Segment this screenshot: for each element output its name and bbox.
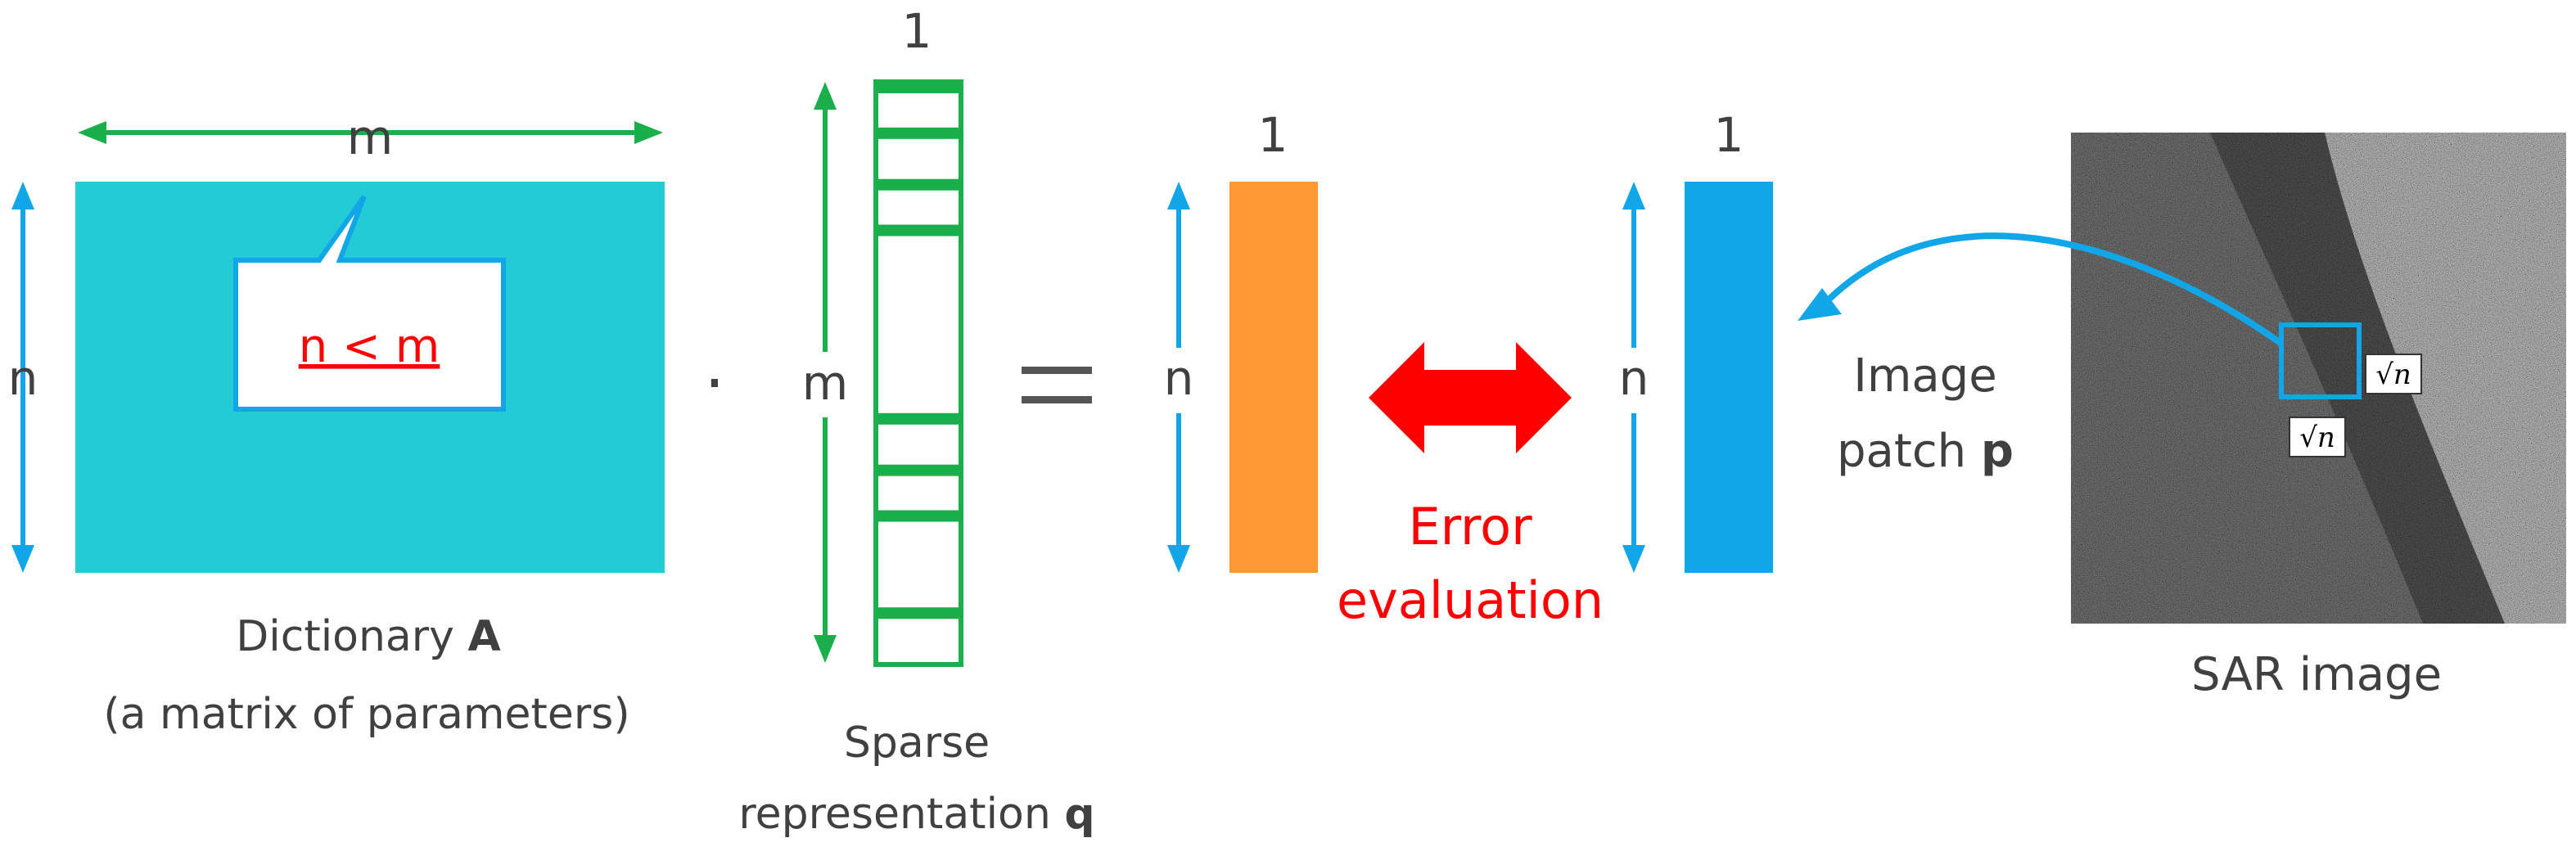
sparse-dim-bg	[798, 352, 852, 417]
result-dim-top: 1	[1258, 107, 1288, 163]
patch-dim-top: 1	[1714, 107, 1744, 163]
result-vector	[1229, 182, 1318, 573]
patch-extraction-arrow	[1798, 232, 2284, 347]
patch-dim-height: n	[1619, 350, 1649, 406]
sparse-active-row	[876, 510, 961, 522]
sar-patch-size-right: √n	[2365, 354, 2422, 394]
sparse-active-row	[876, 607, 961, 619]
patch-caption-symbol: p	[1981, 425, 2014, 478]
sparse-caption-line1: Sparse	[844, 719, 990, 768]
sparse-active-row	[876, 178, 961, 191]
error-double-arrow	[1369, 342, 1572, 453]
sparse-active-row	[876, 412, 961, 425]
dictionary-caption: Dictionary A	[236, 612, 500, 661]
equals-operator	[1022, 367, 1092, 403]
sparse-active-row	[876, 224, 961, 237]
callout-text: n < m	[299, 320, 440, 373]
dot-operator: ·	[704, 345, 724, 421]
dictionary-caption-symbol: A	[467, 612, 500, 661]
sar-patch-size-bottom: √n	[2289, 417, 2346, 457]
patch-caption-line1: Image	[1853, 349, 1996, 403]
result-dim-height: n	[1164, 350, 1194, 406]
sparse-caption-text: representation	[738, 790, 1064, 839]
result-dim-bg	[1154, 348, 1203, 413]
sar-patch-size-right-text: √n	[2375, 358, 2411, 391]
sparse-caption: representation q	[738, 790, 1094, 839]
dictionary-width-arrow	[78, 121, 663, 144]
patch-caption: patch p	[1837, 425, 2014, 478]
dictionary-dim-width: m	[347, 110, 394, 165]
sar-patch-size-bottom-text: √n	[2299, 421, 2335, 454]
patch-vector	[1685, 182, 1773, 573]
sparse-vector	[873, 79, 963, 667]
sparse-active-row	[876, 464, 961, 476]
sparse-dim-top: 1	[902, 3, 932, 59]
dictionary-dim-height: n	[8, 350, 38, 406]
patch-dim-bg	[1609, 348, 1658, 413]
dictionary-height-arrow	[11, 182, 34, 573]
callout-bubble	[233, 195, 506, 412]
sparse-active-row	[876, 127, 961, 139]
dictionary-caption-text: Dictionary	[236, 612, 467, 661]
sparse-caption-symbol: q	[1064, 790, 1094, 839]
sar-caption: SAR image	[2191, 648, 2442, 701]
dictionary-caption-sub: (a matrix of parameters)	[103, 690, 629, 739]
error-label-line1: Error	[1408, 497, 1532, 556]
sparse-active-rows	[876, 82, 961, 619]
error-label-line2: evaluation	[1337, 570, 1604, 630]
sar-patch-box	[2279, 322, 2362, 399]
sparse-active-row	[876, 82, 961, 93]
patch-caption-text: patch	[1837, 425, 1981, 478]
sparse-dim-height: m	[802, 355, 849, 411]
sar-image	[2071, 133, 2566, 624]
